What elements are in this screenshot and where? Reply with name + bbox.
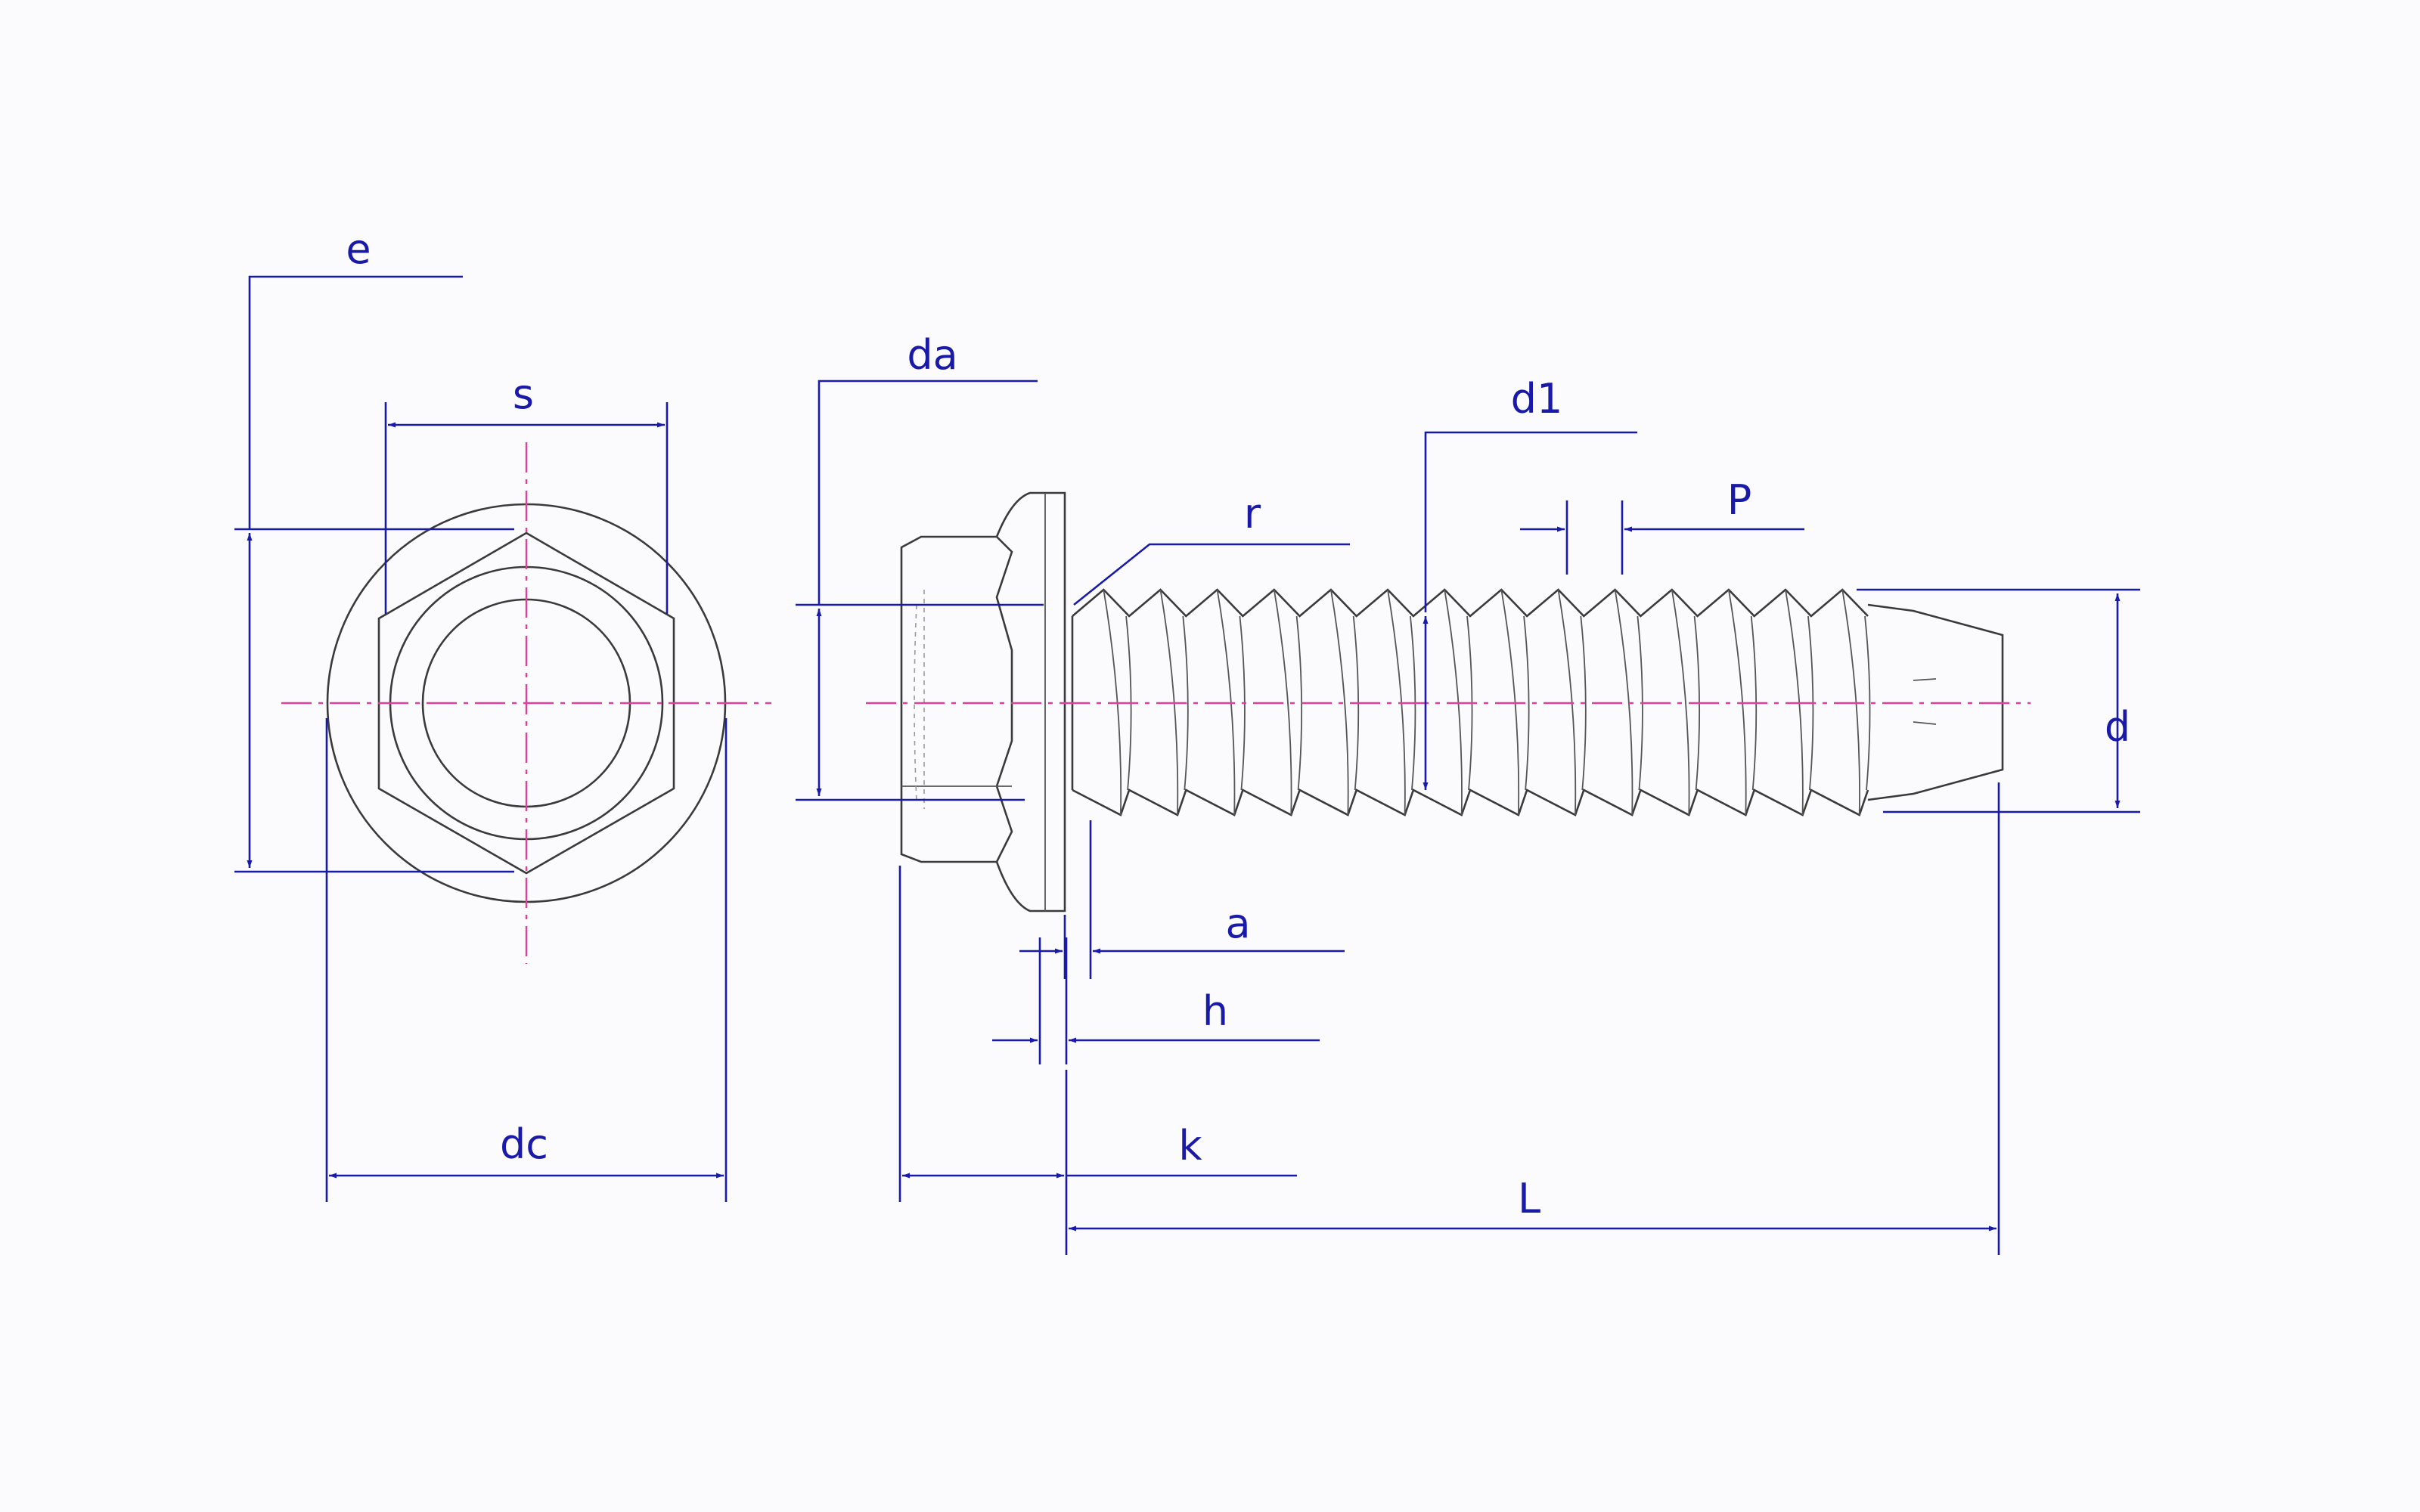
dimension-d1: d1: [1423, 375, 1637, 790]
thread-crest-line: [1614, 589, 1634, 816]
label-p: P: [1727, 476, 1752, 524]
thread-crest-line: [1671, 589, 1690, 816]
label-r: r: [1244, 490, 1261, 538]
tip-slot: [1913, 678, 1937, 725]
label-d1: d1: [1511, 375, 1563, 423]
label-h: h: [1202, 987, 1228, 1035]
thread-crest-line: [1273, 589, 1292, 816]
label-l: L: [1518, 1175, 1540, 1222]
hex-head-outline: [377, 531, 675, 875]
dimension-r: r: [1073, 490, 1350, 606]
label-d: d: [2105, 703, 2130, 751]
dimension-p: P: [1520, 476, 1804, 575]
dimension-s: s: [384, 370, 669, 614]
thread-profile-bottom: [1072, 789, 1869, 816]
flange-side: [995, 491, 1066, 912]
dimension-a: a: [1019, 820, 1345, 979]
thread-root-line: [1295, 615, 1303, 791]
dimension-l: L: [1069, 782, 2000, 1255]
thread-root-line: [1864, 615, 1871, 791]
front-view: [281, 442, 771, 964]
label-s: s: [513, 370, 534, 418]
thread-crest-line: [1330, 589, 1349, 816]
label-a: a: [1225, 900, 1250, 947]
label-k: k: [1178, 1122, 1202, 1170]
label-da: da: [907, 331, 957, 379]
dimension-d: d: [1857, 588, 2140, 813]
thread-profile-top: [1072, 588, 1869, 618]
dimension-da: da: [796, 331, 1044, 801]
hex-hidden-lines: [914, 590, 925, 809]
thread-root-line: [1580, 615, 1587, 791]
dimension-dc: dc: [325, 718, 728, 1202]
label-dc: dc: [500, 1120, 548, 1168]
thread-root-line: [1182, 615, 1189, 791]
hex-head-side: [900, 535, 1013, 863]
dimension-h: h: [992, 937, 1320, 1064]
side-view: [866, 491, 2031, 912]
dimension-k: k: [898, 866, 1297, 1255]
label-e: e: [346, 225, 371, 273]
thread-root-line: [1523, 615, 1530, 791]
dimension-e: e: [234, 225, 514, 873]
